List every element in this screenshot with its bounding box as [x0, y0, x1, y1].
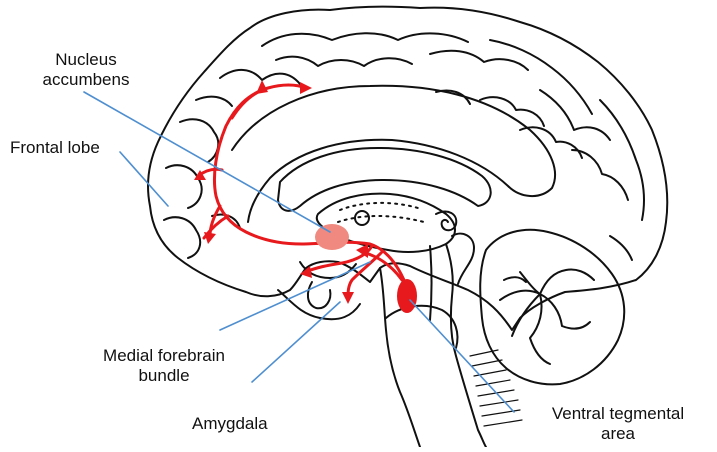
pituitary: [308, 282, 330, 308]
arrowhead-top-right: [300, 82, 312, 94]
leader-frontal-lobe: [120, 152, 168, 206]
nucleus-accumbens-region: [315, 224, 349, 250]
label-vta-line2: area: [538, 424, 698, 444]
label-amygdala: Amygdala: [192, 414, 268, 434]
label-nucleus-accumbens-line1: Nucleus: [26, 50, 146, 70]
label-frontal-lobe: Frontal lobe: [10, 138, 100, 158]
fourth-ventricle: [452, 234, 474, 284]
interthalamic-adhesion: [355, 211, 369, 225]
leader-nucleus-accumbens: [84, 92, 330, 232]
cerebral-aqueduct: [430, 246, 432, 320]
corpus-callosum: [278, 148, 491, 211]
label-nucleus-accumbens-line2: accumbens: [26, 70, 146, 90]
ventral-tegmental-area-region: [397, 279, 417, 313]
leader-amygdala: [252, 302, 340, 382]
brainstem-striations: [470, 350, 522, 426]
label-nucleus-accumbens: Nucleus accumbens: [26, 50, 146, 90]
cerebellum: [480, 230, 624, 385]
label-ventral-tegmental-area: Ventral tegmental area: [538, 404, 698, 444]
pathway-arrowheads: [194, 80, 368, 304]
thalamus-dots: [338, 203, 424, 222]
label-vta-line1: Ventral tegmental: [538, 404, 698, 424]
label-medial-forebrain-bundle: Medial forebrain bundle: [90, 346, 238, 386]
label-medial-forebrain-line2: bundle: [90, 366, 238, 386]
leader-vta: [410, 300, 514, 412]
label-medial-forebrain-line1: Medial forebrain: [90, 346, 238, 366]
cingulate-gyrus: [232, 86, 555, 222]
arrowhead-amygdala: [342, 292, 354, 304]
arbor-vitae: [500, 269, 594, 364]
